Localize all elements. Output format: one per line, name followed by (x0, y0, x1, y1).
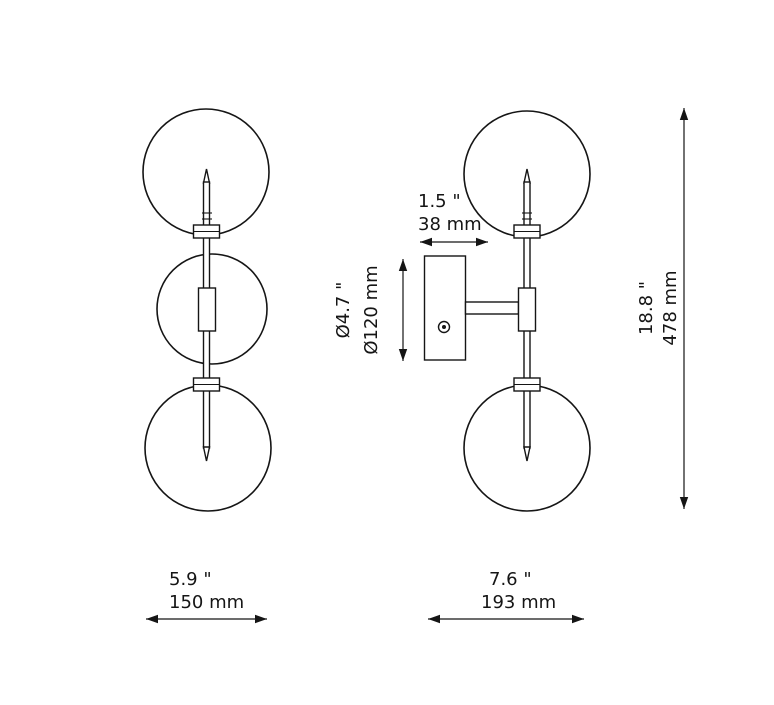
dim-front-width-mm: 150 mm (169, 592, 244, 613)
dim-depth-inches: 1.5 " (418, 191, 461, 212)
dim-height: 18.8 " 478 mm (636, 108, 689, 509)
side-view (423, 110, 591, 512)
dim-side-width: 7.6 " 193 mm (428, 569, 584, 624)
front-center-block (197, 287, 217, 332)
dim-globe-diameter-arrowhead-bottom (398, 349, 408, 361)
dim-depth: 1.5 " 38 mm (418, 191, 488, 247)
front-stem-bottom-tip (202, 446, 211, 462)
dim-front-width: 5.9 " 150 mm (146, 569, 267, 624)
dim-side-width-arrowhead-left (428, 614, 440, 624)
dim-height-arrowhead-top (679, 108, 689, 120)
dim-height-inches: 18.8 " (636, 281, 657, 335)
screw-center-dot (442, 325, 446, 329)
front-view (142, 108, 272, 512)
mount-arm (464, 301, 520, 315)
dim-front-width-inches: 5.9 " (169, 569, 212, 590)
dim-height-arrowhead-bottom (679, 497, 689, 509)
dim-side-width-arrowhead-right (572, 614, 584, 624)
dim-globe-diameter-inches: Ø4.7 " (333, 282, 354, 339)
dim-height-mm: 478 mm (660, 270, 681, 345)
dim-globe-diameter-arrowhead-top (398, 259, 408, 271)
wall-plate (423, 255, 467, 361)
side-stem-bottom-tip (523, 446, 531, 462)
dim-depth-arrowhead-left (420, 237, 432, 247)
dim-side-width-mm: 193 mm (481, 592, 556, 613)
front-globe-middle (156, 253, 268, 365)
dim-depth-mm: 38 mm (418, 214, 482, 235)
dim-globe-diameter-mm: Ø120 mm (361, 265, 382, 354)
dim-front-width-arrowhead-left (146, 614, 158, 624)
dim-globe-diameter: Ø4.7 " Ø120 mm (333, 259, 408, 361)
dim-side-width-inches: 7.6 " (489, 569, 532, 590)
side-stem-top-tip (523, 168, 531, 184)
side-center-block (517, 287, 537, 332)
dim-depth-arrowhead-right (476, 237, 488, 247)
dim-front-width-arrowhead-right (255, 614, 267, 624)
front-stem-top-tip (202, 168, 211, 184)
